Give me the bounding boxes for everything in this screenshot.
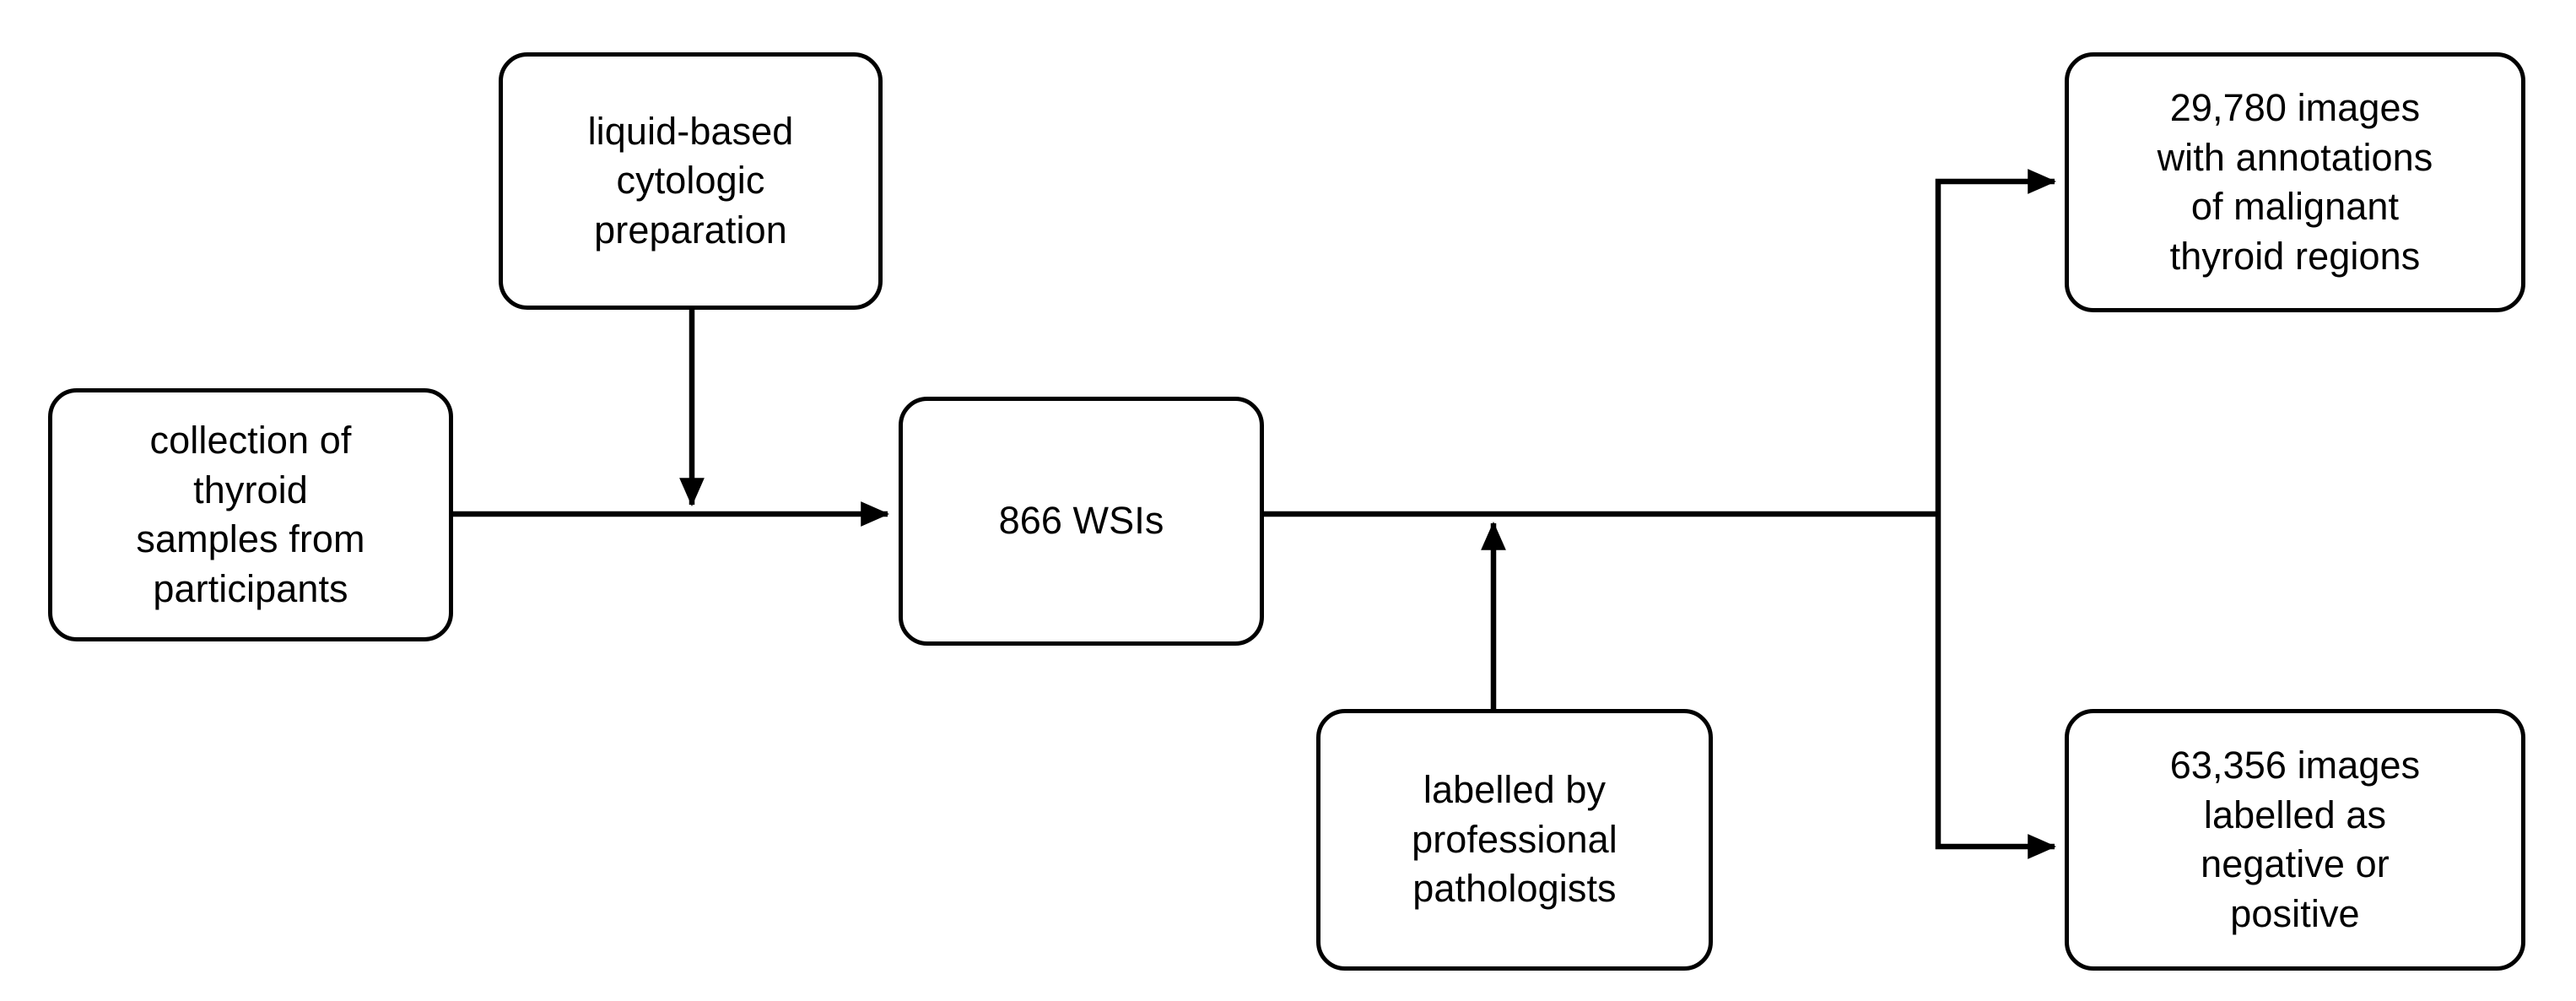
node-collection[interactable]: collection of thyroid samples from parti… <box>48 388 453 641</box>
node-wsis[interactable]: 866 WSIs <box>899 397 1264 646</box>
node-wsis-label: 866 WSIs <box>998 499 1164 543</box>
node-labelling[interactable]: labelled by professional pathologists <box>1316 709 1713 971</box>
node-annotated-images-label: 29,780 images with annotations of malign… <box>2157 86 2433 278</box>
node-labelled-images-label: 63,356 images labelled as negative or po… <box>2169 744 2421 935</box>
node-labelling-label: labelled by professional pathologists <box>1412 768 1617 911</box>
node-collection-label: collection of thyroid samples from parti… <box>136 419 365 610</box>
node-annotated-images[interactable]: 29,780 images with annotations of malign… <box>2065 52 2525 312</box>
node-labelled-images[interactable]: 63,356 images labelled as negative or po… <box>2065 709 2525 971</box>
node-preparation[interactable]: liquid-based cytologic preparation <box>499 52 883 310</box>
node-preparation-label: liquid-based cytologic preparation <box>587 109 794 252</box>
edge-wsis-trunk <box>1264 169 2057 859</box>
